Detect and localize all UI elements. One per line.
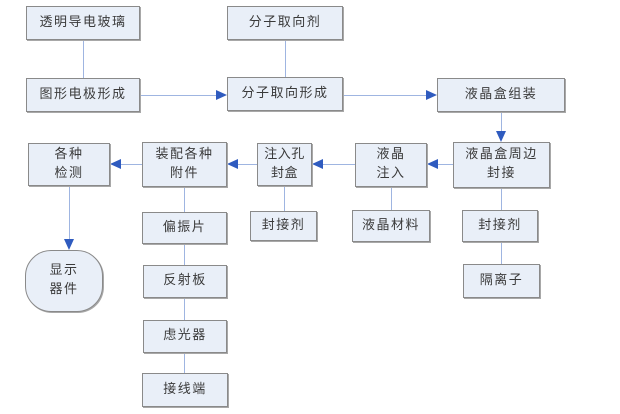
node-polarizer: 偏振片 bbox=[142, 212, 227, 244]
edge-accessories-to-polarizer bbox=[184, 187, 185, 212]
edge-injection-to-material bbox=[391, 187, 392, 210]
node-reflector-plate: 反射板 bbox=[143, 265, 227, 298]
arrowhead-right-icon bbox=[426, 90, 437, 100]
edge-sealant-to-spacer bbox=[501, 242, 502, 264]
node-spacer: 隔离子 bbox=[463, 264, 540, 298]
edge-assembly-to-perimeter bbox=[501, 112, 502, 132]
node-assemble-accessories: 装配各种 附件 bbox=[142, 142, 227, 187]
edge-holeseal-to-sealant bbox=[284, 186, 285, 211]
node-transparent-conductive-glass: 透明导电玻璃 bbox=[26, 6, 140, 40]
edge-electrode-to-alignment bbox=[140, 95, 217, 96]
edge-injection-to-holeseal bbox=[323, 164, 355, 165]
node-sealant-right: 封接剂 bbox=[462, 210, 538, 242]
edge-alignment-to-assembly bbox=[343, 95, 427, 96]
edge-inspection-to-display bbox=[69, 186, 70, 239]
arrowhead-left-icon bbox=[110, 159, 121, 169]
edge-reflector-to-filter bbox=[184, 298, 185, 320]
edge-perimeter-to-sealant bbox=[501, 188, 502, 210]
arrowhead-left-icon bbox=[312, 159, 323, 169]
arrowhead-right-icon bbox=[216, 90, 227, 100]
node-lc-injection: 液晶 注入 bbox=[355, 143, 427, 187]
edge-polarizer-to-reflector bbox=[184, 244, 185, 265]
node-lc-material: 液晶材料 bbox=[352, 210, 430, 242]
node-display-device: 显示 器件 bbox=[25, 250, 103, 312]
arrowhead-down-icon bbox=[64, 239, 74, 250]
arrowhead-left-icon bbox=[227, 159, 238, 169]
node-light-filter: 虑光器 bbox=[143, 320, 227, 353]
node-sealant-left: 封接剂 bbox=[250, 211, 317, 241]
arrowhead-left-icon bbox=[427, 159, 438, 169]
node-terminal: 接线端 bbox=[142, 373, 228, 407]
edge-holeseal-to-accessories bbox=[238, 164, 257, 165]
edge-perimeter-to-injection bbox=[438, 164, 453, 165]
edge-accessories-to-inspection bbox=[121, 164, 142, 165]
node-injection-hole-sealing: 注入孔 封盒 bbox=[257, 143, 312, 186]
node-pattern-electrode-formation: 图形电极形成 bbox=[26, 78, 140, 112]
edge-glass-to-electrode bbox=[83, 40, 84, 78]
arrowhead-down-icon bbox=[496, 131, 506, 142]
edge-agent-to-alignment bbox=[285, 40, 286, 77]
node-lc-cell-assembly: 液晶盒组装 bbox=[437, 78, 565, 112]
node-lc-cell-perimeter-sealing: 液晶盒周边 封接 bbox=[453, 142, 550, 188]
node-various-inspections: 各种 检测 bbox=[28, 143, 110, 186]
edge-filter-to-terminal bbox=[184, 353, 185, 373]
node-molecular-alignment-agent: 分子取向剂 bbox=[227, 6, 343, 40]
node-molecular-alignment-formation: 分子取向形成 bbox=[227, 77, 343, 111]
